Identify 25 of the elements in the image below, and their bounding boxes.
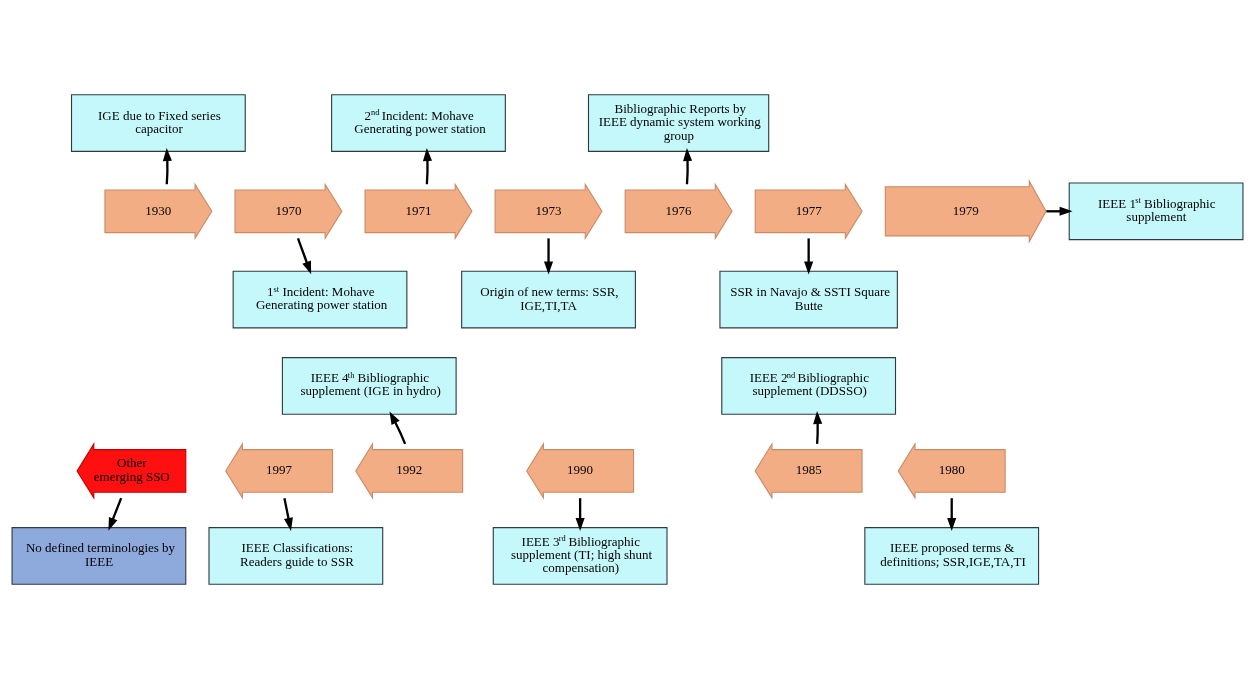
node-box: IGE due to Fixed series capacitor [70,93,246,152]
arrow [947,497,957,531]
arrow [683,147,693,184]
arrow [108,497,123,531]
arrow [389,410,407,444]
node-box: No defined terminologies by IEEE [11,526,187,585]
node-box: Bibliographic Reports by IEEE dynamic system working group [587,93,770,152]
node-box: IEEE Classifications: Readers guide to SSR [208,526,384,585]
arrow [813,410,823,444]
arrow [283,497,293,531]
arrow [575,497,585,531]
arrow [804,237,814,275]
node-box: IEEE 3$^{rd}$ Bibliographic supplement (TI; high shunt compensation) [492,526,668,585]
node-box: IEEE proposed terms & definitions; SSR,IGE,TA,TI [864,526,1040,585]
node-box: SSR in Navajo & SSTI Square Butte [719,270,898,328]
node-box: 1$^{st}$ Incident: Mohave Generating power station [232,270,408,328]
arrow [543,237,554,275]
arrow [162,147,172,184]
node-box: Origin of new terms: SSR, IGE,TI,TA [461,270,636,328]
arrow [296,237,312,274]
node-box: IEEE 4$^{th}$ Bibliographic supplement (IGE in hydro) [281,356,457,415]
arrow [422,147,433,184]
node-box: IEEE 2$^{nd}$ Bibliographic supplement (DDSSO) [721,356,897,415]
node-box: 2$^{nd}$ Incident: Mohave Generating power station [331,93,506,152]
node-box: IEEE 1$^{st}$ Bibliographic supplement [1068,181,1244,240]
